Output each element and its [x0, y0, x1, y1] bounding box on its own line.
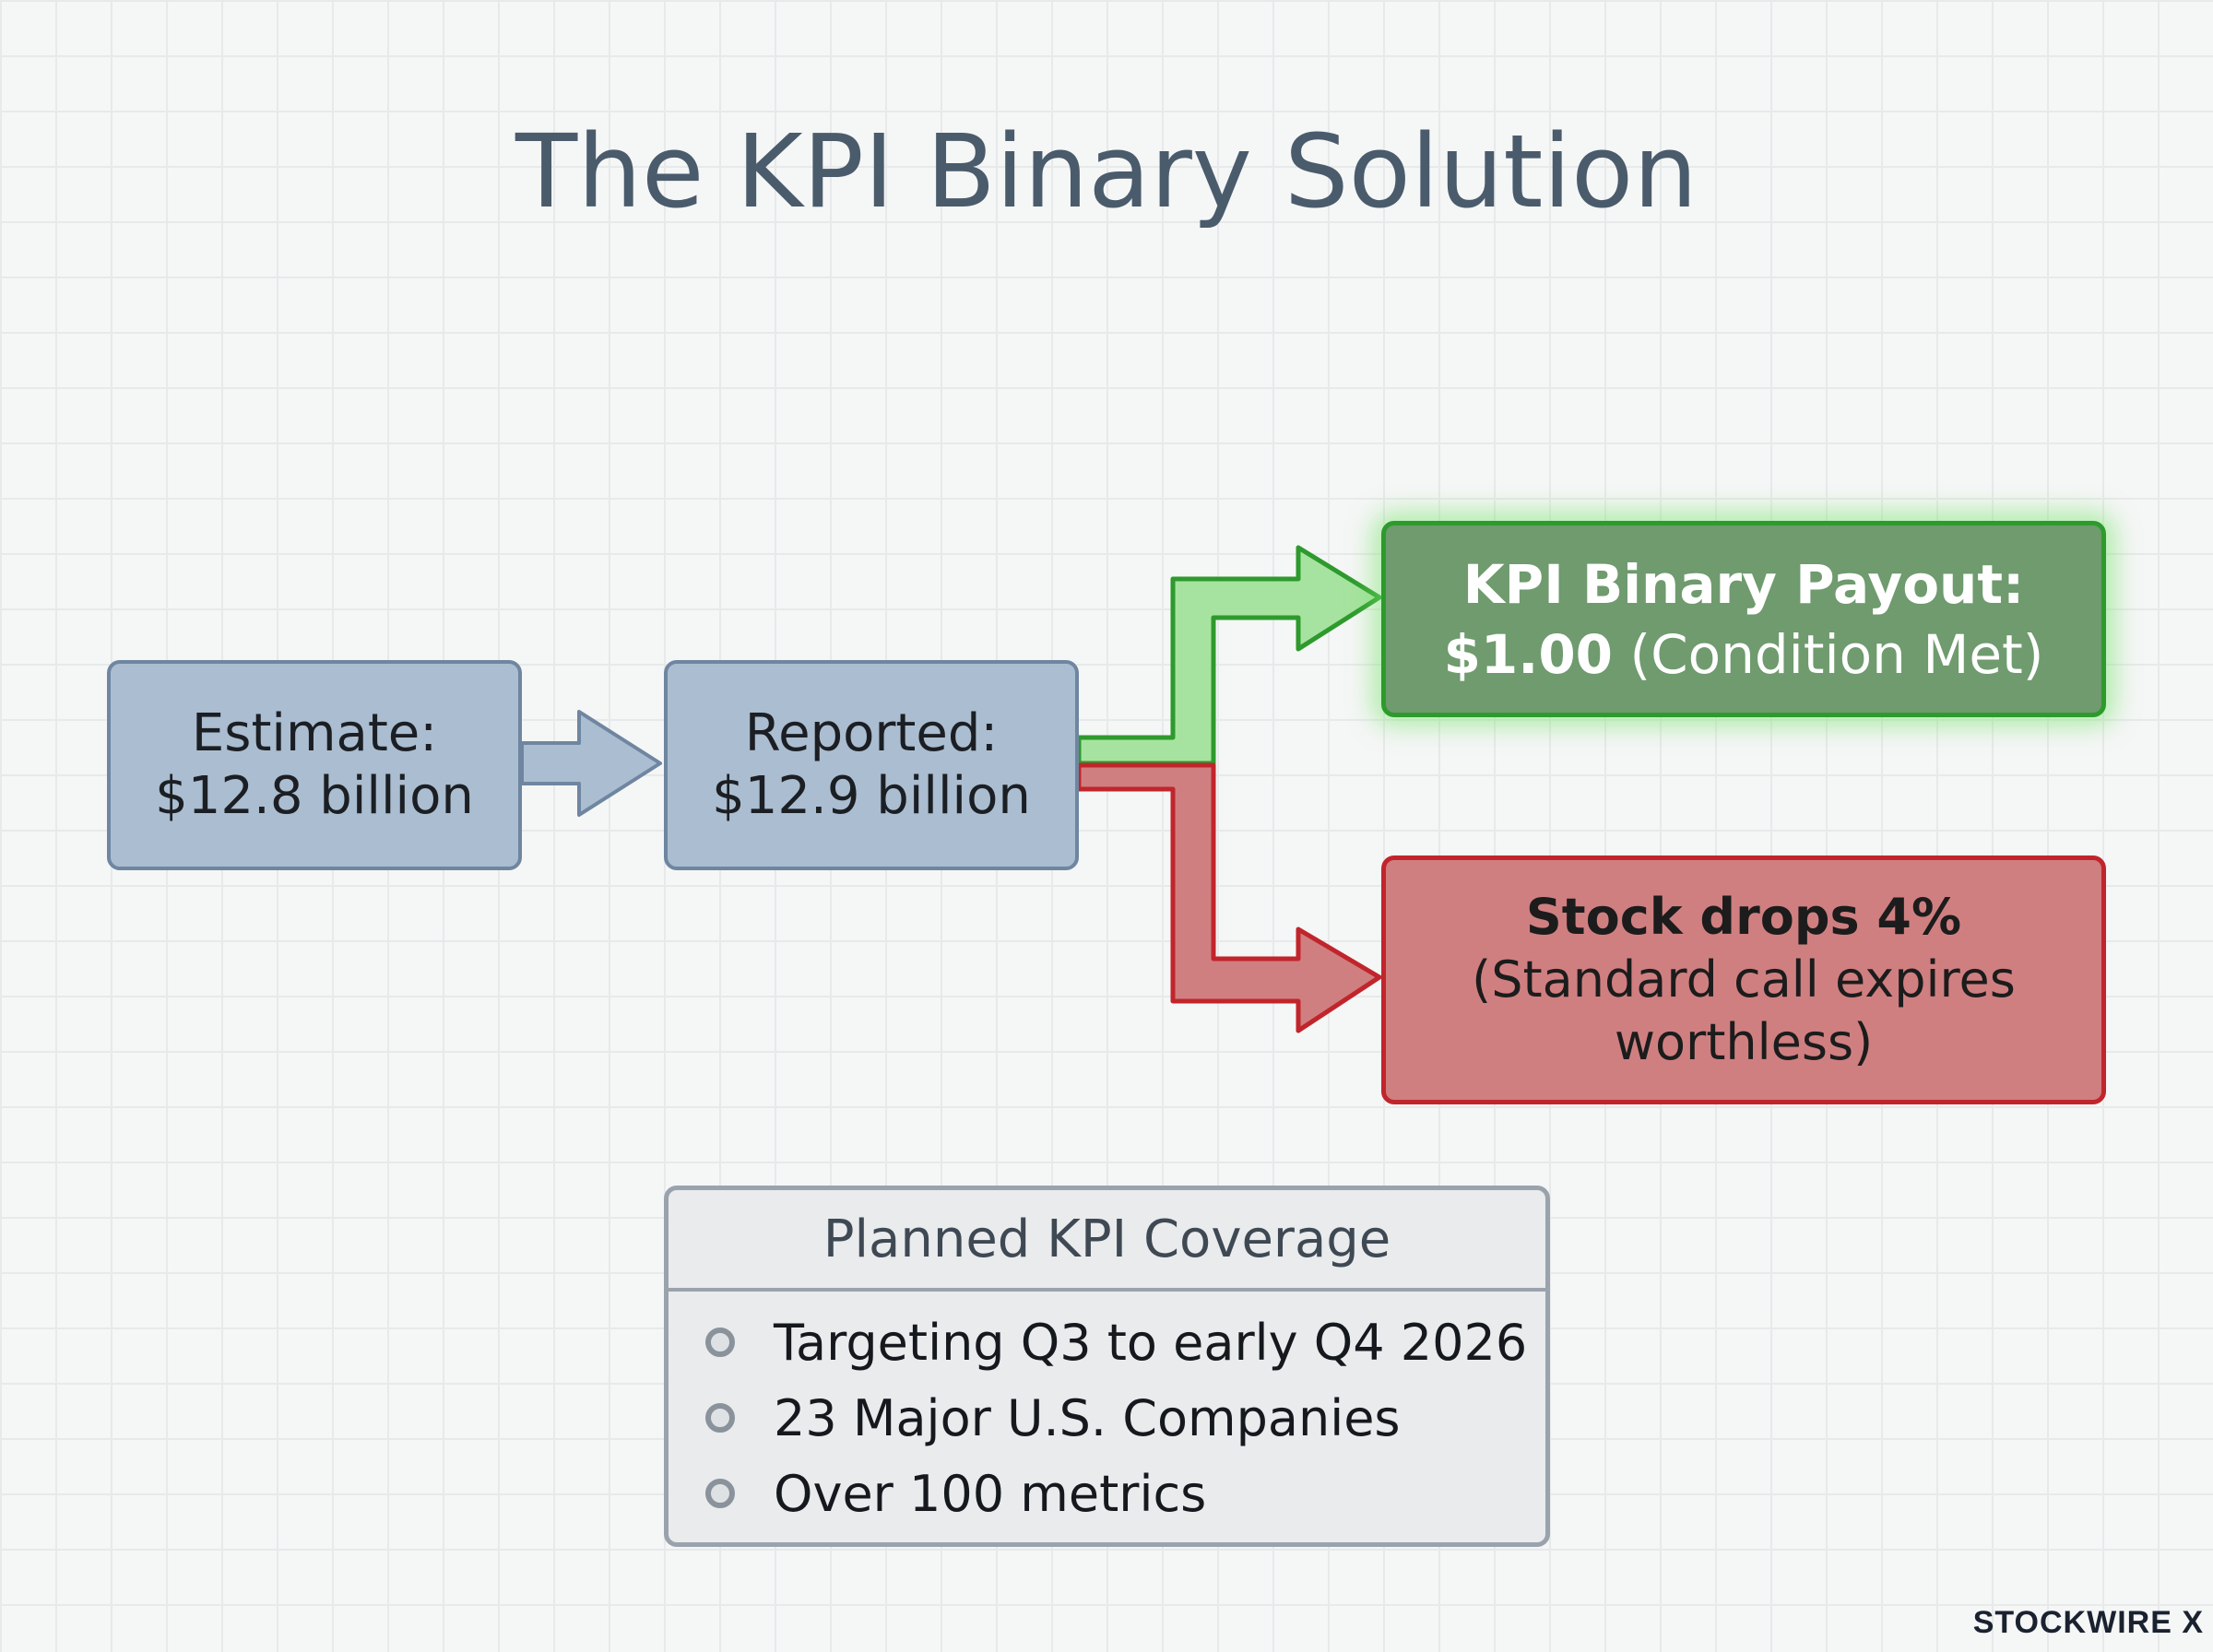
coverage-panel: Planned KPI Coverage Targeting Q3 to ear… — [664, 1186, 1550, 1547]
reported-box: Reported: $12.9 billion — [664, 660, 1079, 870]
stock-drop-box: Stock drops 4% (Standard call expires wo… — [1381, 856, 2106, 1104]
bullet-icon — [705, 1479, 735, 1508]
estimate-box: Estimate: $12.8 billion — [107, 660, 522, 870]
failure-branch-arrow — [1076, 762, 1382, 1033]
coverage-item-text: Targeting Q3 to early Q4 2026 — [774, 1313, 1528, 1372]
estimate-to-reported-arrow — [520, 710, 662, 817]
payout-box: KPI Binary Payout: $1.00 (Condition Met) — [1381, 521, 2106, 717]
payout-amount: $1.00 — [1443, 622, 1614, 686]
payout-line: $1.00 (Condition Met) — [1444, 620, 2044, 690]
bullet-icon — [705, 1328, 735, 1357]
success-branch-arrow — [1076, 545, 1382, 766]
coverage-item-text: Over 100 metrics — [774, 1464, 1207, 1523]
reported-value: $12.9 billion — [712, 766, 1031, 826]
list-item: Targeting Q3 to early Q4 2026 — [705, 1304, 1545, 1380]
bullet-icon — [705, 1403, 735, 1433]
stock-drop-line2: (Standard call expires — [1472, 950, 2016, 1009]
coverage-list: Targeting Q3 to early Q4 2026 23 Major U… — [669, 1292, 1545, 1531]
coverage-header: Planned KPI Coverage — [669, 1190, 1545, 1292]
list-item: 23 Major U.S. Companies — [705, 1380, 1545, 1456]
estimate-value: $12.8 billion — [155, 766, 474, 826]
page-title: The KPI Binary Solution — [515, 112, 1698, 230]
payout-title: KPI Binary Payout: — [1462, 552, 2025, 616]
stock-drop-title: Stock drops 4% — [1525, 888, 1962, 946]
payout-condition: (Condition Met) — [1629, 622, 2044, 686]
stockwire-logo: STOCKWIRE X — [1972, 1605, 2204, 1640]
estimate-label: Estimate: — [191, 703, 438, 763]
reported-label: Reported: — [744, 703, 999, 763]
stock-drop-line3: worthless) — [1614, 1013, 1874, 1071]
coverage-item-text: 23 Major U.S. Companies — [774, 1388, 1401, 1447]
list-item: Over 100 metrics — [705, 1456, 1545, 1531]
